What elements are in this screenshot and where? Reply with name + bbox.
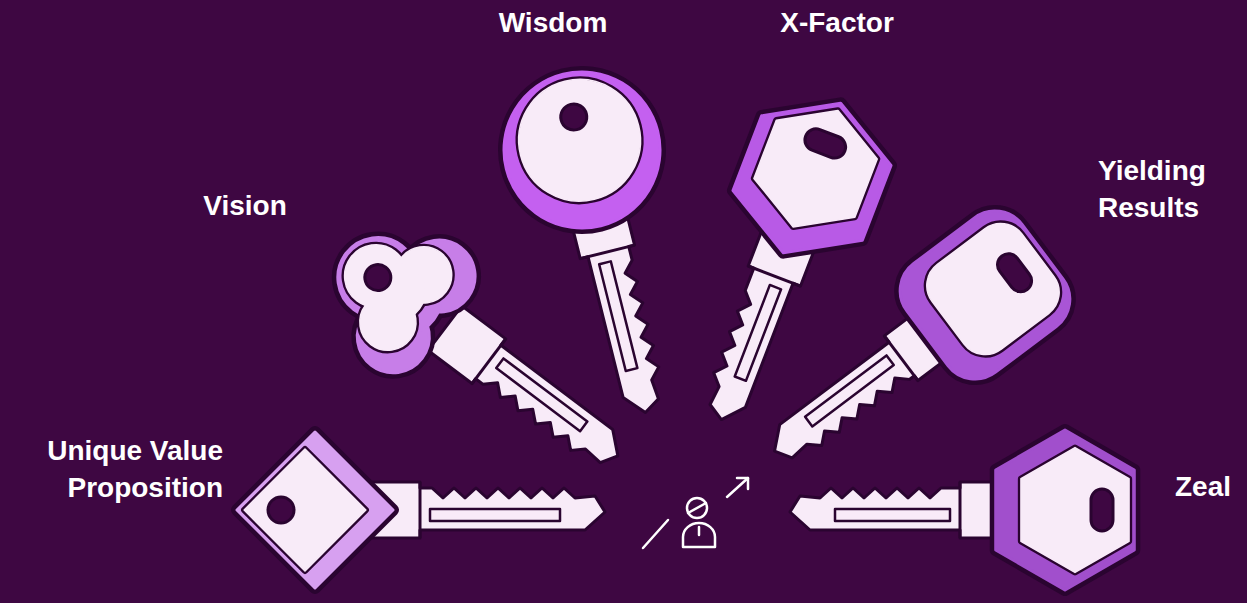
key-groove xyxy=(599,261,637,371)
key-shape xyxy=(482,50,682,250)
key-shape xyxy=(712,78,912,278)
icon-rise-line xyxy=(643,520,668,548)
key-head-face xyxy=(916,213,1070,365)
key-head-inner-outline-part xyxy=(743,91,889,246)
key-head-inner-outline xyxy=(916,213,1070,365)
key-drawing xyxy=(237,432,605,588)
key-groove xyxy=(735,285,781,381)
key-head-outline xyxy=(487,55,676,244)
key-drawing xyxy=(790,430,1134,590)
key-node: Zeal xyxy=(965,410,1165,603)
key-blade xyxy=(365,482,605,538)
key-head-outline xyxy=(719,78,906,277)
key-head-rim xyxy=(719,78,906,277)
key-head-inner-outline xyxy=(506,67,654,215)
key-blade xyxy=(790,482,1015,538)
key-groove xyxy=(805,355,894,426)
key-head-rim xyxy=(887,197,1084,392)
key-head-rim xyxy=(487,55,676,244)
key-head-face-part xyxy=(244,449,366,571)
key-blade xyxy=(428,306,633,480)
key-label: Zeal xyxy=(1163,468,1243,505)
key-head-face-part xyxy=(743,91,889,246)
key-head-face xyxy=(244,449,366,571)
key-head-outline xyxy=(887,197,1084,392)
key-label: Unique Value Proposition xyxy=(8,432,223,506)
key-hole xyxy=(1091,489,1113,531)
icon-tie xyxy=(698,527,701,535)
key-head-face xyxy=(1021,448,1129,573)
key-node: Wisdom xyxy=(482,50,682,250)
key-head-inner-outline xyxy=(316,211,463,361)
key-head-outline-part xyxy=(237,432,393,588)
icon-head xyxy=(687,498,707,518)
key-head-face xyxy=(316,211,463,361)
person-growth-icon xyxy=(643,478,748,548)
icon-body xyxy=(683,523,715,547)
key-head-inner-outline-part xyxy=(916,213,1070,365)
key-node: Vision xyxy=(305,198,505,398)
key-groove xyxy=(835,509,950,521)
key-head-outline xyxy=(996,430,1135,590)
key-shape xyxy=(885,195,1085,395)
key-hole xyxy=(558,101,590,133)
key-head-outline-part xyxy=(887,197,1084,392)
key-head-rim-part xyxy=(487,55,676,244)
key-head-inner-outline xyxy=(743,91,889,246)
key-head-inner-outline-part xyxy=(244,449,366,571)
key-head-inner-outline xyxy=(1021,448,1129,573)
key-groove xyxy=(430,509,560,521)
key-shoulder xyxy=(884,336,918,381)
icon-head-line xyxy=(688,503,706,513)
key-hole xyxy=(360,259,396,295)
key-head-outline-part xyxy=(996,430,1135,590)
key-shoulder xyxy=(748,266,800,286)
key-node: Unique Value Proposition xyxy=(215,410,415,603)
key-label: Yielding Results xyxy=(1098,152,1243,226)
key-head-outline xyxy=(237,432,393,588)
key-head-inner-outline-part xyxy=(1021,448,1129,573)
key-head-face-part xyxy=(358,253,437,332)
key-shoulder xyxy=(419,482,422,538)
key-head-outline-part xyxy=(719,78,906,277)
key-label: Wisdom xyxy=(453,4,653,41)
key-label: X-Factor xyxy=(737,4,937,41)
key-shoulder xyxy=(472,339,506,384)
key-node: Yielding Results xyxy=(885,195,1085,395)
key-head-outline-part xyxy=(487,55,676,244)
key-shape xyxy=(965,410,1165,603)
key-head-rim xyxy=(301,194,489,387)
key-head-face-part xyxy=(916,213,1070,365)
key-head-rim-part xyxy=(237,432,393,588)
key-node: X-Factor xyxy=(712,78,912,278)
key-head-rim-part xyxy=(996,430,1135,590)
key-shoulder xyxy=(959,482,962,538)
key-head-face-part xyxy=(1021,448,1129,573)
key-head-inner-outline-part xyxy=(506,67,654,215)
key-head-face xyxy=(743,91,889,246)
key-hole xyxy=(802,126,849,162)
icon-arrow-head xyxy=(737,478,748,489)
key-head-face-part xyxy=(506,67,654,215)
key-head-inner-outline xyxy=(244,449,366,571)
icon-arrow-shaft xyxy=(727,478,748,497)
key-shape xyxy=(215,410,415,603)
key-shoulder xyxy=(580,245,634,259)
key-hole xyxy=(268,497,294,523)
key-head-outline xyxy=(301,194,489,387)
key-head-rim-part xyxy=(887,197,1084,392)
key-groove xyxy=(496,358,587,431)
key-shape xyxy=(305,198,505,398)
key-hole xyxy=(993,249,1036,296)
key-label: Vision xyxy=(145,187,345,224)
key-drawing xyxy=(487,55,723,430)
key-head-rim xyxy=(996,430,1135,590)
key-head-rim xyxy=(237,432,393,588)
key-head-face xyxy=(506,67,654,215)
key-head-rim-part xyxy=(719,78,906,277)
